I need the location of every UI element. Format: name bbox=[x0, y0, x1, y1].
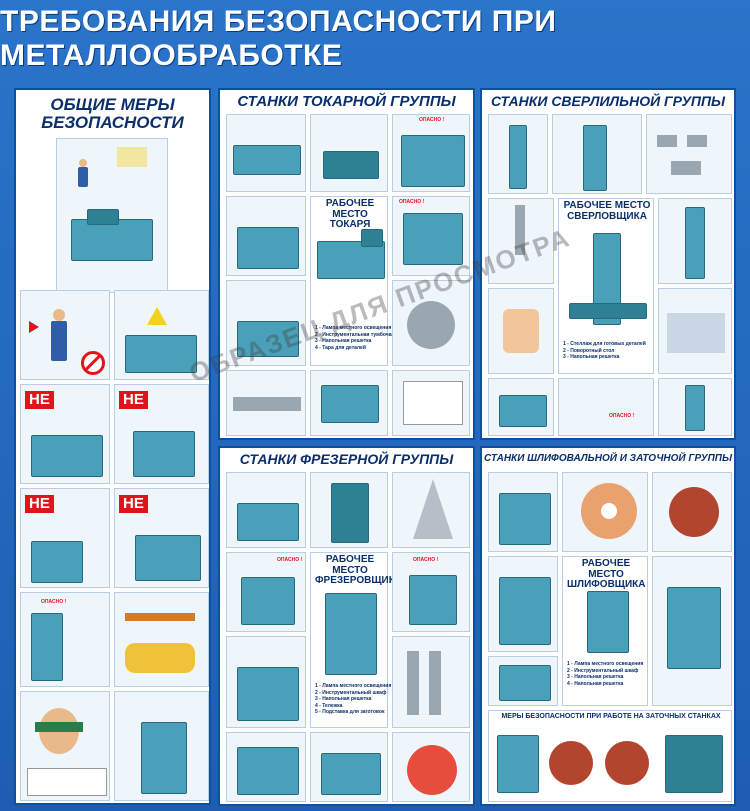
panel-grinding: СТАНКИ ШЛИФОВАЛЬНОЙ И ЗАТОЧНОЙ ГРУППЫ РА… bbox=[480, 446, 736, 806]
danger-label: ОПАСНО ! bbox=[277, 557, 303, 563]
warning-icon bbox=[147, 307, 167, 325]
panel-grinding-title: СТАНКИ ШЛИФОВАЛЬНОЙ И ЗАТОЧНОЙ ГРУППЫ bbox=[484, 453, 732, 464]
panel-milling: СТАНКИ ФРЕЗЕРНОЙ ГРУППЫ ОПАСНО ! РАБОЧЕЕ… bbox=[218, 446, 475, 806]
ne-label: НЕ bbox=[25, 391, 54, 409]
panel-general: ОБЩИЕ МЕРЫ БЕЗОПАСНОСТИ НЕ НЕ bbox=[14, 88, 211, 805]
panel-drilling: СТАНКИ СВЕРЛИЛЬНОЙ ГРУППЫ РАБОЧЕЕ МЕСТО … bbox=[480, 88, 736, 440]
danger-label: ОПАСНО ! bbox=[399, 199, 425, 205]
panel-drilling-title: СТАНКИ СВЕРЛИЛЬНОЙ ГРУППЫ bbox=[490, 93, 726, 109]
lathe-legend: 1 - Лампа местного освещения 2 - Инструм… bbox=[315, 325, 394, 351]
ne-label: НЕ bbox=[25, 495, 54, 513]
sharpening-title: МЕРЫ БЕЗОПАСНОСТИ ПРИ РАБОТЕ НА ЗАТОЧНЫХ… bbox=[501, 713, 721, 720]
grinding-legend: 1 - Лампа местного освещения 2 - Инструм… bbox=[567, 661, 644, 687]
ne-label: НЕ bbox=[119, 391, 148, 409]
danger-label: ОПАСНО ! bbox=[419, 117, 445, 123]
panel-lathe-title: СТАНКИ ТОКАРНОЙ ГРУППЫ bbox=[237, 93, 456, 110]
grinding-workplace-title: РАБОЧЕЕ МЕСТО ШЛИФОВЩИКА bbox=[567, 558, 646, 590]
drilling-workplace-title: РАБОЧЕЕ МЕСТО СВЕРЛОВЩИКА bbox=[563, 200, 651, 222]
prohibition-icon bbox=[81, 351, 105, 375]
panel-general-title: ОБЩИЕ МЕРЫ БЕЗОПАСНОСТИ bbox=[41, 95, 184, 132]
danger-label: ОПАСНО ! bbox=[609, 413, 635, 419]
poster-title: ТРЕБОВАНИЯ БЕЗОПАСНОСТИ ПРИ МЕТАЛЛООБРАБ… bbox=[0, 5, 557, 72]
milling-workplace-title: РАБОЧЕЕ МЕСТО ФРЕЗЕРОВЩИКА bbox=[315, 554, 403, 586]
danger-label: ОПАСНО ! bbox=[413, 557, 439, 563]
panel-lathe: СТАНКИ ТОКАРНОЙ ГРУППЫ ОПАСНО ! РАБОЧЕЕ … bbox=[218, 88, 475, 440]
ne-label: НЕ bbox=[119, 495, 148, 513]
general-illustration-lighting bbox=[56, 138, 168, 293]
panel-milling-title: СТАНКИ ФРЕЗЕРНОЙ ГРУППЫ bbox=[239, 451, 454, 467]
danger-label: ОПАСНО ! bbox=[41, 599, 67, 605]
milling-legend: 1 - Лампа местного освещения 2 - Инструм… bbox=[315, 683, 392, 715]
lathe-workplace-title: РАБОЧЕЕ МЕСТО ТОКАРЯ bbox=[325, 198, 375, 230]
drilling-legend: 1 - Стеллаж для готовых деталей 2 - Пово… bbox=[563, 341, 646, 360]
